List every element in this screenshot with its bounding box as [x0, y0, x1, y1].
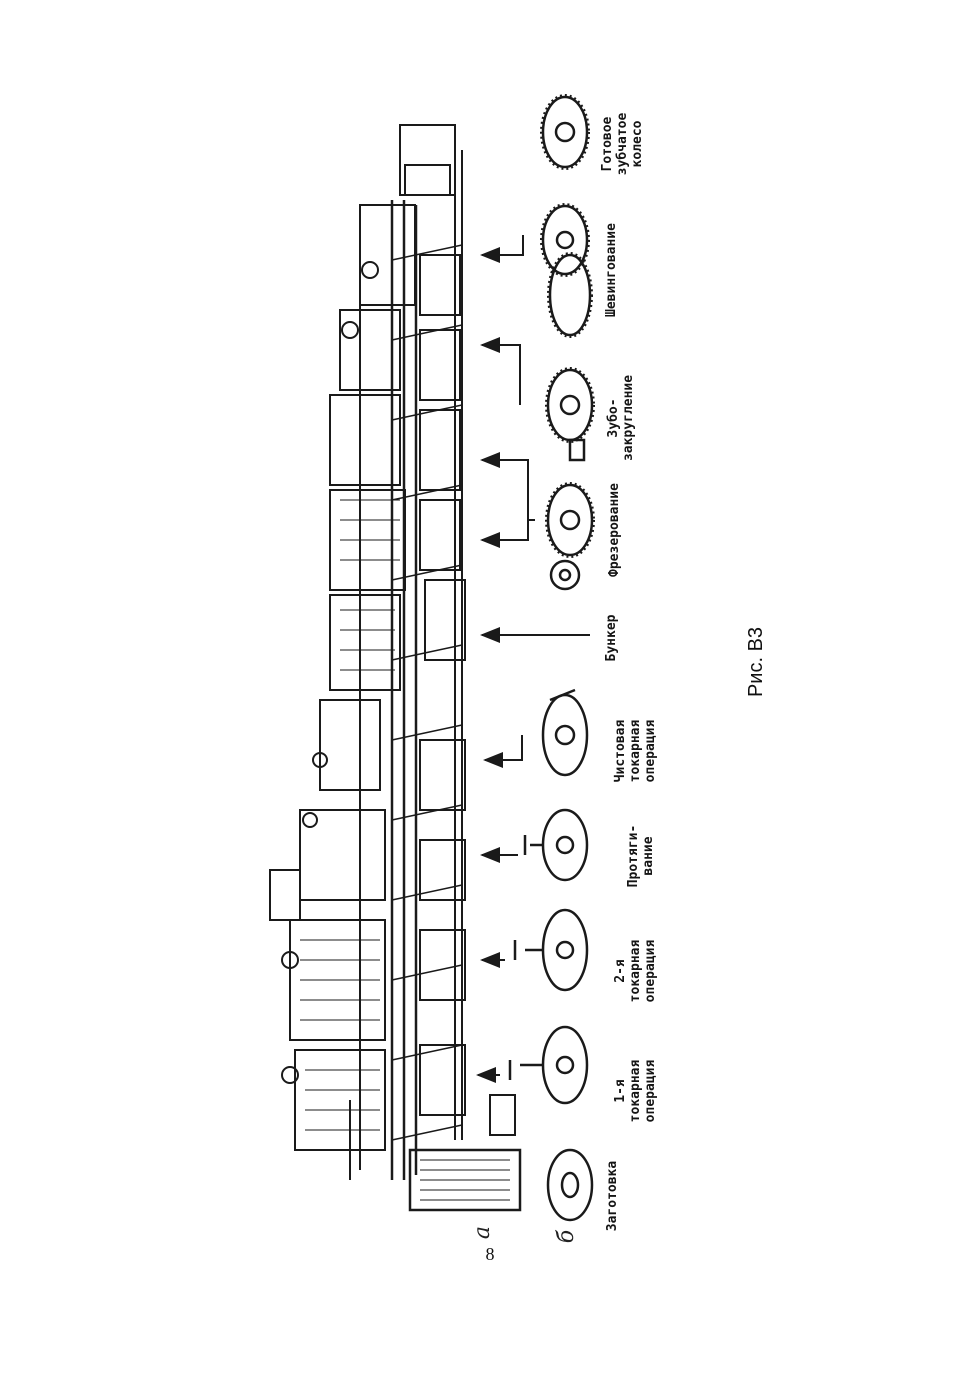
label-shave: Шевингование [604, 210, 625, 330]
label-line: Протяги- [626, 824, 641, 888]
shave-part-icon [541, 204, 592, 337]
label-line: Бункер [604, 614, 619, 662]
label-line: Фрезерование [607, 483, 622, 577]
label-line: Заготовка [605, 1160, 620, 1232]
label-line: закругление [620, 374, 636, 462]
label-line: операция [642, 1059, 658, 1123]
label-turn2: 2-я токарная операция [613, 926, 666, 1016]
label-turn1: 1-я токарная операция [613, 1046, 666, 1136]
label-broach: Протяги- вание [626, 816, 663, 896]
label-line: зубчатое [614, 112, 630, 176]
label-line: Чистовая [613, 719, 628, 783]
figure-caption: Рис. В3 [745, 626, 767, 698]
label-line: Шевингование [604, 223, 619, 317]
label-line: токарная [627, 1059, 643, 1123]
label-line: операция [642, 719, 658, 783]
page-number: 8 [485, 1244, 495, 1264]
label-line: Готовое [600, 116, 615, 172]
turn2-part-icon [513, 908, 589, 992]
mill-part-icon [546, 483, 594, 591]
finish-part-icon [541, 688, 589, 777]
broach-part-icon [523, 808, 589, 882]
label-line: 2-я [613, 959, 628, 983]
label-line: вание [640, 836, 656, 876]
panel-a-label: а [470, 1225, 496, 1240]
label-line: токарная [627, 939, 643, 1003]
label-line: Зубо- [606, 398, 621, 438]
label-hopper: Бункер [604, 603, 625, 673]
finished-gear-icon [541, 95, 589, 169]
blank-part-icon [546, 1148, 594, 1222]
label-finish: Чистовая токарная операция [613, 703, 666, 799]
label-done: Готовое зубчатое колесо [600, 104, 653, 184]
label-blank: Заготовка [605, 1151, 628, 1241]
panel-b-label: б [554, 1229, 580, 1244]
label-mill: Фрезерование [607, 470, 628, 590]
label-line: токарная [627, 719, 643, 783]
label-chamfer: Зубо- закругление [606, 363, 643, 473]
label-line: 1-я [613, 1079, 628, 1103]
label-line: операция [642, 939, 658, 1003]
chamfer-part-icon [546, 368, 594, 462]
label-line: колесо [629, 120, 645, 168]
turn1-part-icon [508, 1025, 589, 1105]
